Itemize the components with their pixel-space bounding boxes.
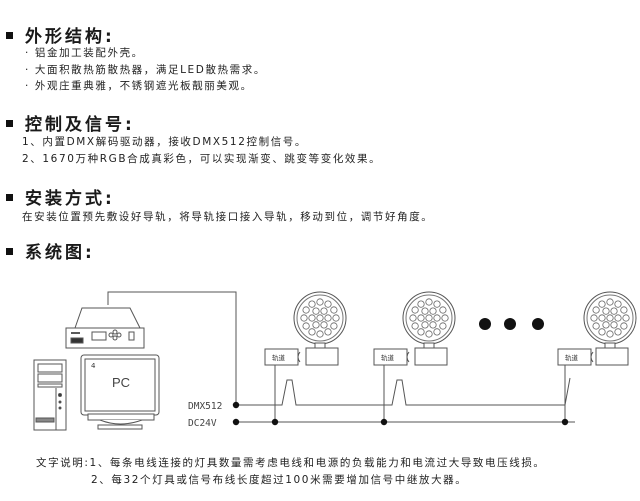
led-bead-icon	[421, 321, 429, 329]
led-bead-icon	[606, 298, 614, 306]
led-bead-icon	[409, 314, 417, 322]
led-bead-icon	[421, 307, 429, 315]
note-line-2: 2、每32个灯具或信号布线长度超过100米需要增加信号中继放大器。	[91, 474, 468, 486]
structure-line-1: · 铝金加工装配外壳。	[25, 47, 144, 59]
ellipsis-dots-icon	[479, 318, 544, 330]
led-bead-icon	[308, 314, 316, 322]
led-bead-icon	[610, 307, 618, 315]
dmx-controller-icon	[65, 307, 145, 349]
led-bead-icon	[598, 328, 606, 336]
rail-adapter-3: 轨道	[557, 348, 594, 366]
led-bead-icon	[308, 300, 316, 308]
led-bead-icon	[598, 314, 606, 322]
led-bead-icon	[429, 321, 437, 329]
led-bead-icon	[308, 328, 316, 336]
junction-dot	[380, 418, 388, 426]
led-bead-icon	[330, 306, 338, 314]
led-bead-icon	[324, 328, 332, 336]
section-title-install: 安装方式:	[6, 184, 115, 209]
led-bead-icon	[598, 300, 606, 308]
led-bead-icon	[602, 321, 610, 329]
led-bead-icon	[324, 314, 332, 322]
dc-terminal-dot	[232, 418, 240, 426]
section-title-control: 控制及信号:	[6, 110, 135, 135]
dmx-signal-wire	[107, 291, 237, 402]
rail-adapter-2: 轨道	[373, 348, 410, 366]
junction-dot	[271, 418, 279, 426]
section-title-system: 系统图:	[6, 238, 95, 263]
square-bullet-icon	[6, 31, 13, 39]
led-bead-icon	[622, 314, 630, 322]
led-bead-icon	[320, 307, 328, 315]
led-bead-icon	[312, 321, 320, 329]
svg-text:轨道: 轨道	[565, 353, 579, 362]
structure-line-2: · 大面积散热筋散热器，满足LED散热需求。	[25, 64, 266, 76]
led-bead-icon	[425, 330, 433, 338]
led-bead-icon	[316, 298, 324, 306]
dc24v-label: DC24V	[188, 418, 217, 429]
led-bead-icon	[302, 306, 310, 314]
led-bead-icon	[320, 321, 328, 329]
dmx-bus-line	[236, 377, 571, 406]
led-lamp-3	[583, 291, 637, 366]
led-bead-icon	[441, 314, 449, 322]
control-line-1: 1、内置DMX解码驱动器，接收DMX512控制信号。	[22, 136, 307, 148]
led-bead-icon	[330, 322, 338, 330]
led-bead-icon	[592, 306, 600, 314]
led-bead-icon	[316, 314, 324, 322]
control-line-2: 2、1670万种RGB合成真彩色，可以实现渐变、跳变等变化效果。	[22, 153, 382, 165]
led-bead-icon	[417, 328, 425, 336]
led-lamp-1	[293, 291, 347, 366]
led-bead-icon	[439, 322, 447, 330]
led-bead-icon	[614, 314, 622, 322]
structure-line-3: · 外观庄重典雅，不锈钢遮光板靓丽美观。	[25, 80, 253, 92]
led-bead-icon	[433, 328, 441, 336]
led-bead-icon	[439, 306, 447, 314]
junction-dot	[561, 418, 569, 426]
led-bead-icon	[316, 330, 324, 338]
led-bead-icon	[300, 314, 308, 322]
led-bead-icon	[614, 328, 622, 336]
section-title-structure: 外形结构:	[6, 22, 115, 47]
led-bead-icon	[411, 322, 419, 330]
led-bead-icon	[590, 314, 598, 322]
led-bead-icon	[332, 314, 340, 322]
led-bead-icon	[592, 322, 600, 330]
square-bullet-icon	[6, 193, 13, 201]
led-bead-icon	[614, 300, 622, 308]
svg-text:轨道: 轨道	[272, 353, 286, 362]
led-bead-icon	[417, 314, 425, 322]
pc-label: PC	[112, 375, 130, 390]
led-bead-icon	[433, 314, 441, 322]
led-bead-icon	[425, 314, 433, 322]
pc-tower-icon	[33, 359, 67, 431]
pc-monitor-icon	[80, 354, 160, 430]
led-bead-icon	[425, 298, 433, 306]
led-bead-icon	[411, 306, 419, 314]
svg-text:轨道: 轨道	[381, 353, 395, 362]
rail-drop-wires	[274, 365, 566, 422]
install-line-1: 在安装位置预先敷设好导轨，将导轨接口接入导轨，移动到位，调节好角度。	[22, 211, 434, 223]
led-bead-icon	[602, 307, 610, 315]
led-bead-icon	[606, 314, 614, 322]
led-bead-icon	[302, 322, 310, 330]
led-bead-icon	[312, 307, 320, 315]
dmx-terminal-dot	[232, 401, 240, 409]
dmx512-label: DMX512	[188, 401, 222, 412]
led-bead-icon	[620, 306, 628, 314]
square-bullet-icon	[6, 119, 13, 127]
led-bead-icon	[620, 322, 628, 330]
led-bead-icon	[606, 330, 614, 338]
led-bead-icon	[610, 321, 618, 329]
led-bead-icon	[324, 300, 332, 308]
rail-adapter-1: 轨道	[264, 348, 301, 366]
led-lamp-2	[402, 291, 456, 366]
led-bead-icon	[417, 300, 425, 308]
square-bullet-icon	[6, 247, 13, 255]
junction-dots	[232, 401, 569, 426]
monitor-number: 4	[91, 362, 96, 370]
led-bead-icon	[433, 300, 441, 308]
led-bead-icon	[429, 307, 437, 315]
note-line-1: 文字说明:1、每条电线连接的灯具数量需考虑电线和电源的负载能力和电流过大导致电压…	[36, 457, 546, 469]
